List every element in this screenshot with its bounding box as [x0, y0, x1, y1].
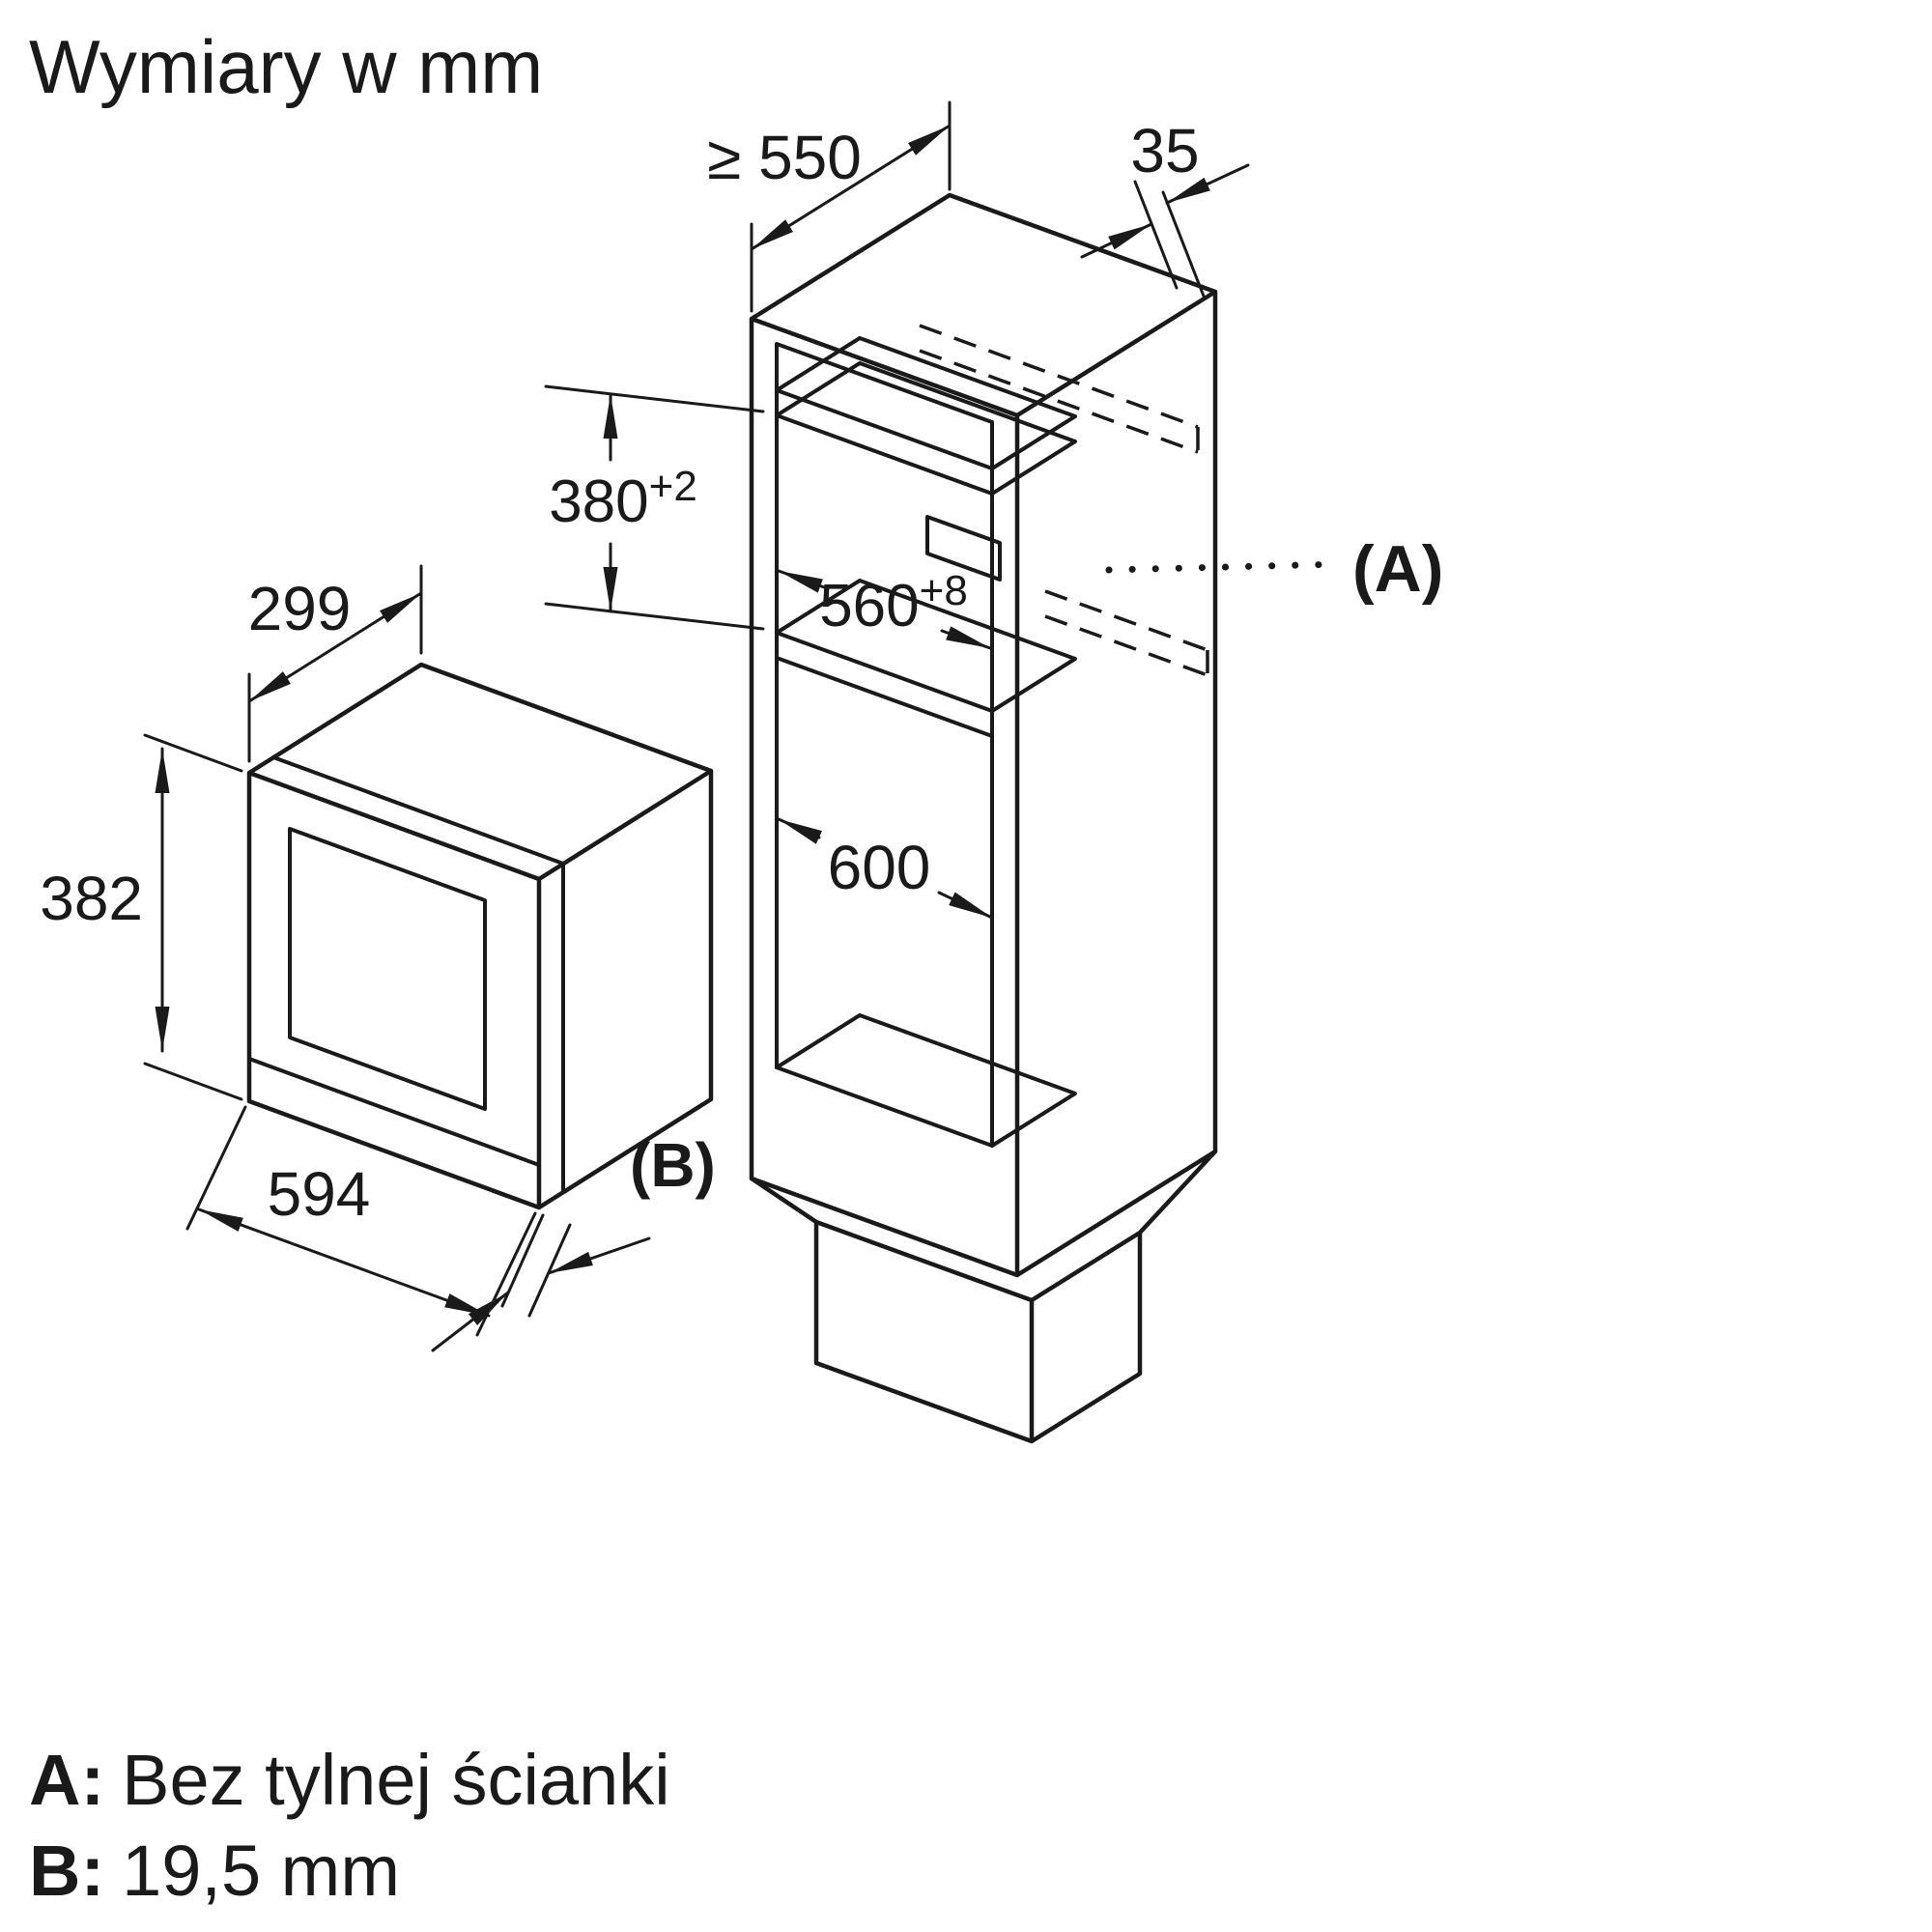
dim-line-35-right [1165, 163, 1250, 205]
microwave-door-window [288, 827, 487, 1111]
cabinet-plinth [749, 1149, 1218, 1444]
callout-b-label: (B) [630, 1130, 716, 1200]
dim-line-594 [197, 1208, 491, 1318]
dim-line-560-right [940, 626, 992, 650]
tall-cabinet-drawing [749, 192, 1218, 1444]
microwave-outline [246, 662, 714, 1210]
dim-niche-width-label: 560+8 [819, 567, 968, 639]
dim-niche-height-label: 380+2 [549, 463, 697, 535]
legend-line-a: A:Bez tylnej ścianki [29, 1740, 670, 1820]
microwave-door-edges [247, 755, 565, 1194]
dim-line-b-left [431, 1291, 510, 1352]
page-title: Wymiary w mm [29, 24, 543, 109]
dim-mw-width-label: 594 [268, 1159, 371, 1229]
dim-depth-550-label: ≥ 550 [707, 123, 862, 192]
cabinet-outline [749, 192, 1218, 1278]
dim-lower-600-label: 600 [828, 833, 931, 902]
extension-lines [143, 100, 1207, 1337]
leader-dotted-a [1105, 560, 1345, 574]
dim-mw-depth-label: 299 [248, 574, 352, 643]
dim-mw-height-label: 382 [40, 864, 143, 933]
niche-back-cutout [925, 515, 1002, 582]
dim-line-35-left [1080, 222, 1153, 259]
dim-line-600-right [937, 891, 994, 920]
dim-line-600-left [777, 817, 823, 844]
cabinet-interior-edges [775, 336, 1077, 1148]
dim-35-label: 35 [1130, 116, 1199, 185]
dim-line-depth-550 [750, 124, 952, 251]
dim-line-560-left [777, 569, 829, 593]
microwave-drawing [246, 662, 714, 1210]
cabinet-shelves [775, 342, 994, 1148]
callout-a-label: (A) [1352, 532, 1443, 606]
legend-line-b: B:19,5 mm [29, 1831, 400, 1911]
dim-line-299 [247, 591, 423, 703]
hidden-back-edges [919, 324, 1209, 677]
dim-line-b-right [547, 1236, 651, 1275]
